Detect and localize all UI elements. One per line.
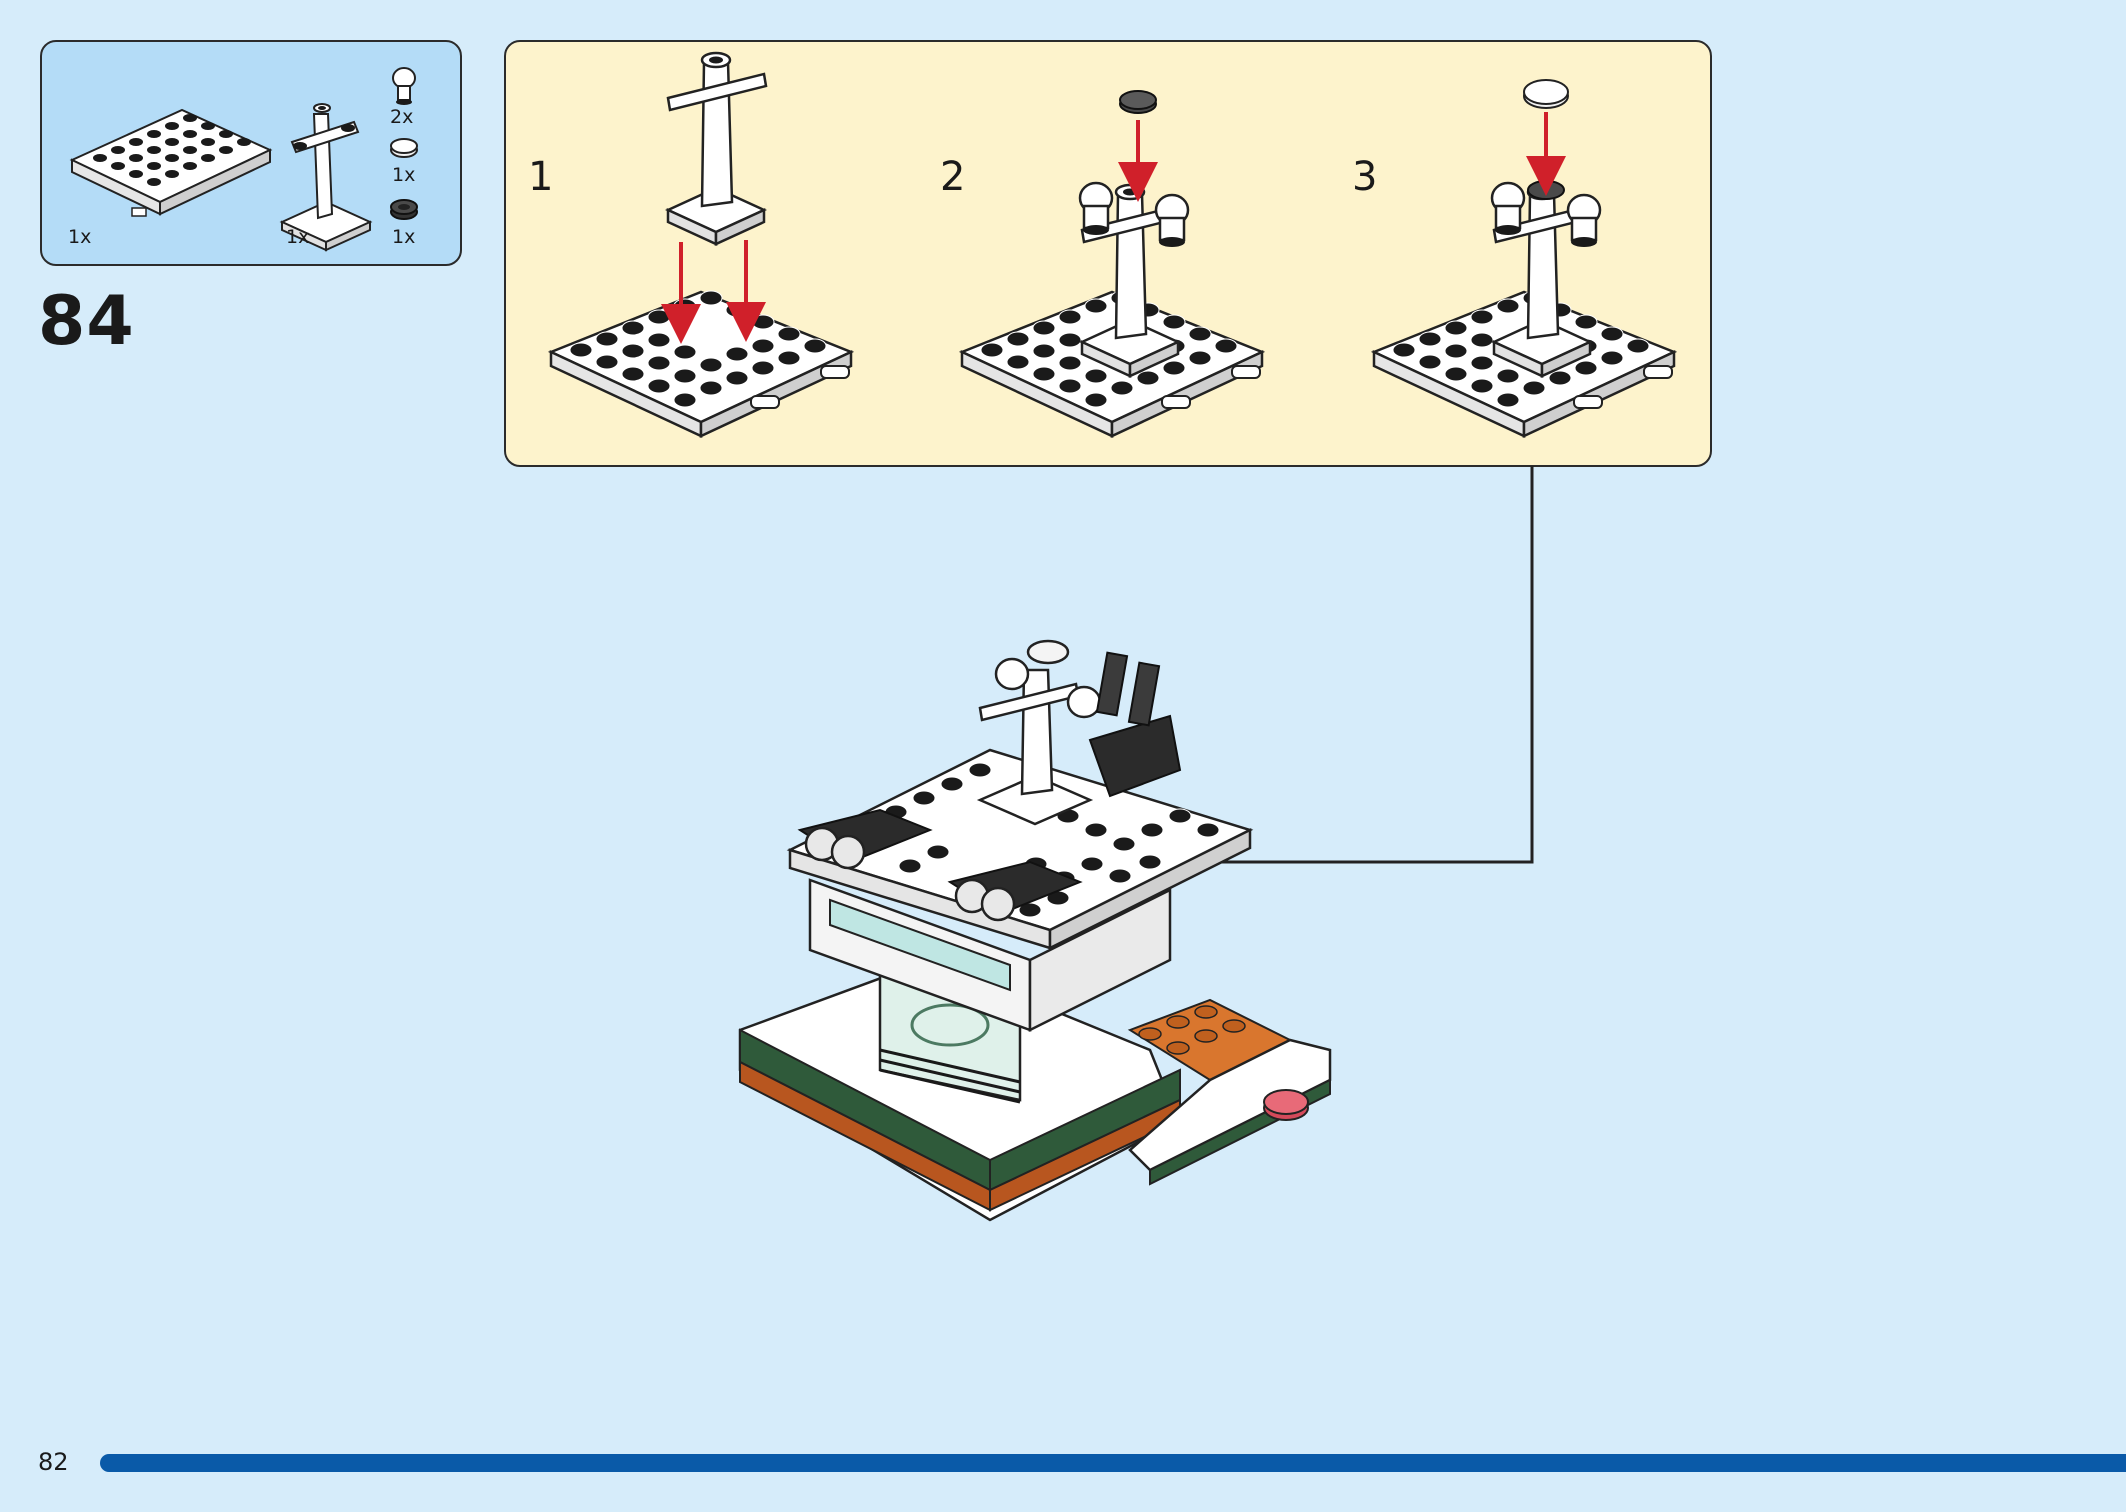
clear-round-tile-icon	[390, 138, 418, 158]
substep-3-illustration	[1372, 79, 1676, 438]
parts-illustrations	[69, 67, 418, 252]
substep-label-1: 1	[528, 154, 554, 200]
main-model-illustration	[738, 639, 1332, 1222]
light-cone-icon	[392, 67, 416, 105]
part-qty-light-cone: 2x	[390, 106, 414, 128]
page-number: 82	[38, 1448, 69, 1476]
substep-label-3: 3	[1352, 154, 1378, 200]
part-qty-clear-tile: 1x	[392, 164, 416, 186]
substep-box: 1 2 3	[504, 40, 1712, 467]
page-progress-bar	[100, 1454, 2126, 1472]
parts-list-box: 1x 1x 2x 1x 1x	[40, 40, 462, 266]
headlight-pod-icon	[797, 808, 1083, 922]
substep-illustrations	[549, 51, 1676, 438]
black-round-tile-icon	[390, 199, 418, 220]
antenna-mast-icon	[279, 103, 373, 252]
part-qty-black-tile: 1x	[392, 226, 416, 248]
substep-1-illustration	[549, 51, 853, 438]
step-number: 84	[38, 282, 135, 361]
part-qty-plate: 1x	[68, 226, 92, 248]
substep-label-2: 2	[940, 154, 966, 200]
part-qty-mast: 1x	[286, 226, 310, 248]
white-plate-icon	[69, 108, 273, 217]
substep-2-illustration	[960, 90, 1264, 438]
